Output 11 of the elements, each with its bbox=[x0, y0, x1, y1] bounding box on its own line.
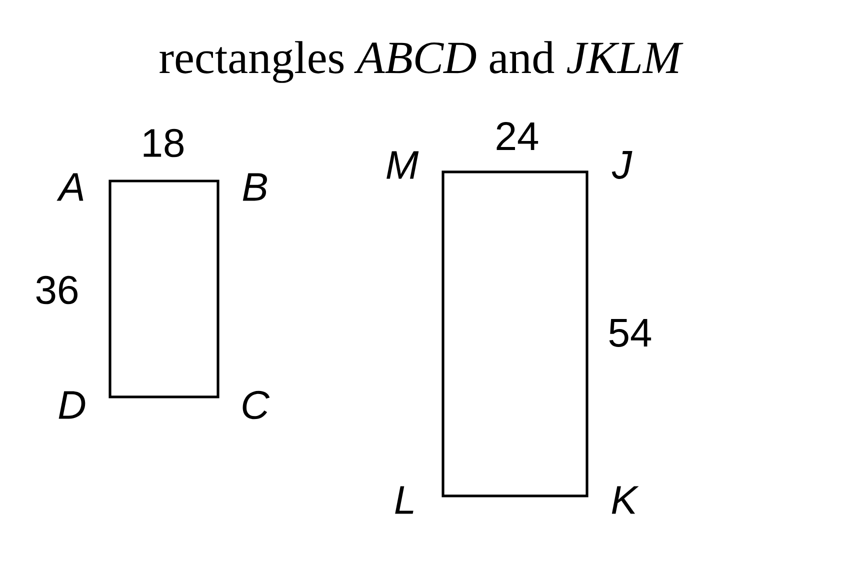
vertex-label: D bbox=[58, 391, 86, 419]
title: rectangles ABCD and JKLM bbox=[160, 41, 684, 83]
vertex-label: M bbox=[386, 151, 419, 179]
vertex-label: B bbox=[242, 173, 267, 201]
vertex-label: A bbox=[56, 173, 84, 201]
rectangle bbox=[442, 170, 588, 498]
vertex-label: C bbox=[242, 390, 270, 420]
vertex-label: K bbox=[612, 486, 639, 514]
rectangle bbox=[108, 180, 220, 398]
vertex-label: L bbox=[395, 486, 414, 514]
vertex-label: J bbox=[612, 151, 632, 179]
